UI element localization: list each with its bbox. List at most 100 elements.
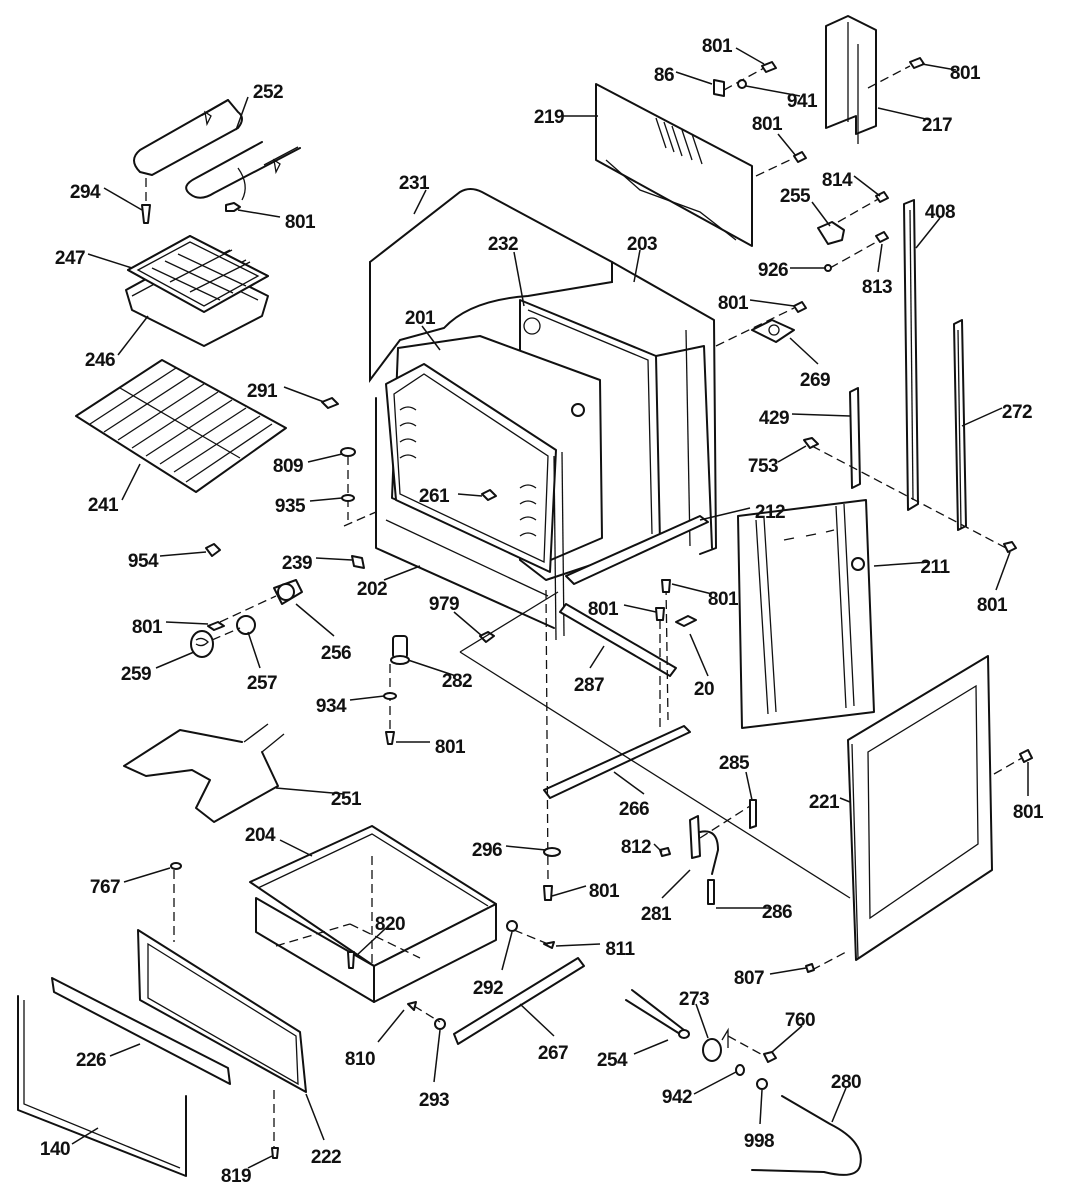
washer-935 <box>341 494 355 502</box>
callout-273-thermostat-bracket: 273 <box>679 989 709 1010</box>
callout-979-clip: 979 <box>429 594 459 615</box>
clip-954 <box>205 543 221 557</box>
callout-231-outer-cabinet-wrapper: 231 <box>399 173 430 194</box>
side-trim-drawing <box>825 15 925 144</box>
callout-998-grommet: 998 <box>744 1131 774 1152</box>
callout-20-bracket: 20 <box>694 679 714 700</box>
screw-809 <box>340 447 356 520</box>
callout-272-side-rail: 272 <box>1002 402 1032 423</box>
broiler-pan-drawing <box>125 235 269 347</box>
screw-820 <box>347 951 355 969</box>
callout-819-screw: 819 <box>221 1166 251 1187</box>
callout-222-drawer-front-panel: 222 <box>311 1147 341 1168</box>
callout-287-door-stop-rail: 287 <box>574 675 604 696</box>
callout-429-side-rail: 429 <box>759 408 789 429</box>
callout-241-oven-rack: 241 <box>88 495 119 516</box>
hinge-drawing <box>659 799 757 905</box>
callout-801-screw: 801 <box>950 63 981 84</box>
callout-814-screw: 814 <box>822 170 853 191</box>
callout-801-screw: 801 <box>1013 802 1044 823</box>
callout-251-bake-element: 251 <box>331 789 362 810</box>
callout-801-screw: 801 <box>708 589 739 610</box>
callout-801-screw: 801 <box>435 737 466 758</box>
callout-292-roller: 292 <box>473 978 503 999</box>
callout-813-screw: 813 <box>862 277 892 298</box>
bake-element-drawing <box>123 723 285 823</box>
bottom-rails-drawing <box>459 515 851 901</box>
callout-266-door-hinge-rail: 266 <box>619 799 649 820</box>
callout-257-lamp-bulb: 257 <box>247 673 277 694</box>
callout-291-rack-stop: 291 <box>247 381 278 402</box>
callout-286-hinge-spring: 286 <box>762 902 792 923</box>
callout-807-screw: 807 <box>734 968 764 989</box>
callout-293-roller: 293 <box>419 1090 449 1111</box>
callout-760-screw: 760 <box>785 1010 815 1031</box>
callout-239-bracket: 239 <box>282 553 312 574</box>
drawer-body-drawing <box>249 825 497 1003</box>
callout-280-thermostat-sensor: 280 <box>831 1072 861 1093</box>
callout-801-screw: 801 <box>589 881 620 902</box>
callout-408-side-panel-strip: 408 <box>925 202 955 223</box>
callout-942-nut: 942 <box>662 1087 692 1108</box>
drawer-front-drawing <box>17 862 307 1177</box>
side-rails-drawing <box>803 319 1017 553</box>
callout-259-lamp-cover: 259 <box>121 664 151 685</box>
oven-door-drawing <box>805 655 1033 973</box>
lamp-assembly-drawing <box>190 579 303 658</box>
callout-294-element-bracket: 294 <box>70 182 101 203</box>
callout-753-screw: 753 <box>748 456 778 477</box>
callout-86-terminal-block: 86 <box>654 65 674 86</box>
terminal-block-drawing <box>817 191 889 272</box>
callout-203-back-panel: 203 <box>627 234 657 255</box>
callout-812-screw: 812 <box>621 837 651 858</box>
callout-935-washer: 935 <box>275 496 306 517</box>
callout-767-screw: 767 <box>90 877 120 898</box>
callout-811-screw: 811 <box>605 939 635 960</box>
side-panel-drawing <box>737 499 875 729</box>
callout-217-side-trim: 217 <box>922 115 952 136</box>
callout-140-drawer-front-frame: 140 <box>40 1139 70 1160</box>
callout-801-screw: 801 <box>588 599 619 620</box>
thermostat-drawing <box>625 989 862 1176</box>
callout-801-screw: 801 <box>977 595 1008 616</box>
drawer-slide-drawing <box>407 920 585 1045</box>
oven-liner-drawing <box>343 335 603 641</box>
callout-810-screw: 810 <box>345 1049 375 1070</box>
callout-256-lamp-receptacle: 256 <box>321 643 351 664</box>
callout-254-wire-harness: 254 <box>597 1050 628 1071</box>
callout-926-washer: 926 <box>758 260 788 281</box>
callout-285-hinge-pin: 285 <box>719 753 750 774</box>
side-strip-drawing <box>903 199 919 511</box>
callout-282-leg-leveler: 282 <box>442 671 472 692</box>
callout-204-drawer-body: 204 <box>245 825 276 846</box>
leg-leveler-drawing <box>383 635 410 745</box>
callout-201-oven-liner: 201 <box>405 308 436 329</box>
callout-801-screw: 801 <box>132 617 163 638</box>
callout-219-rear-cover: 219 <box>534 107 564 128</box>
broil-element-drawing <box>133 99 301 224</box>
callout-252-broil-element: 252 <box>253 82 283 103</box>
callout-211-side-panel: 211 <box>920 557 950 578</box>
callout-232-insulation: 232 <box>488 234 518 255</box>
callout-267-drawer-slide: 267 <box>538 1043 568 1064</box>
callout-261-rack-support: 261 <box>419 486 450 507</box>
callout-809-screw: 809 <box>273 456 303 477</box>
rear-cover-drawing <box>595 61 807 247</box>
leader-lines <box>71 47 1029 1169</box>
bracket-239 <box>351 555 365 569</box>
callout-221-oven-door: 221 <box>809 792 840 813</box>
callout-226-drawer-trim: 226 <box>76 1050 106 1071</box>
callout-281-door-hinge: 281 <box>641 904 672 925</box>
callout-246-broiler-pan: 246 <box>85 350 115 371</box>
callout-934-washer: 934 <box>316 696 347 717</box>
rack-stop-291 <box>321 397 339 409</box>
callout-801-screw: 801 <box>702 36 733 57</box>
bracket-269-drawing <box>715 301 807 347</box>
callout-954-clip: 954 <box>128 551 159 572</box>
callout-801-screw: 801 <box>752 114 783 135</box>
callout-801-screw: 801 <box>718 293 749 314</box>
callout-212-bottom-support: 212 <box>755 502 785 523</box>
callout-269-bracket: 269 <box>800 370 830 391</box>
